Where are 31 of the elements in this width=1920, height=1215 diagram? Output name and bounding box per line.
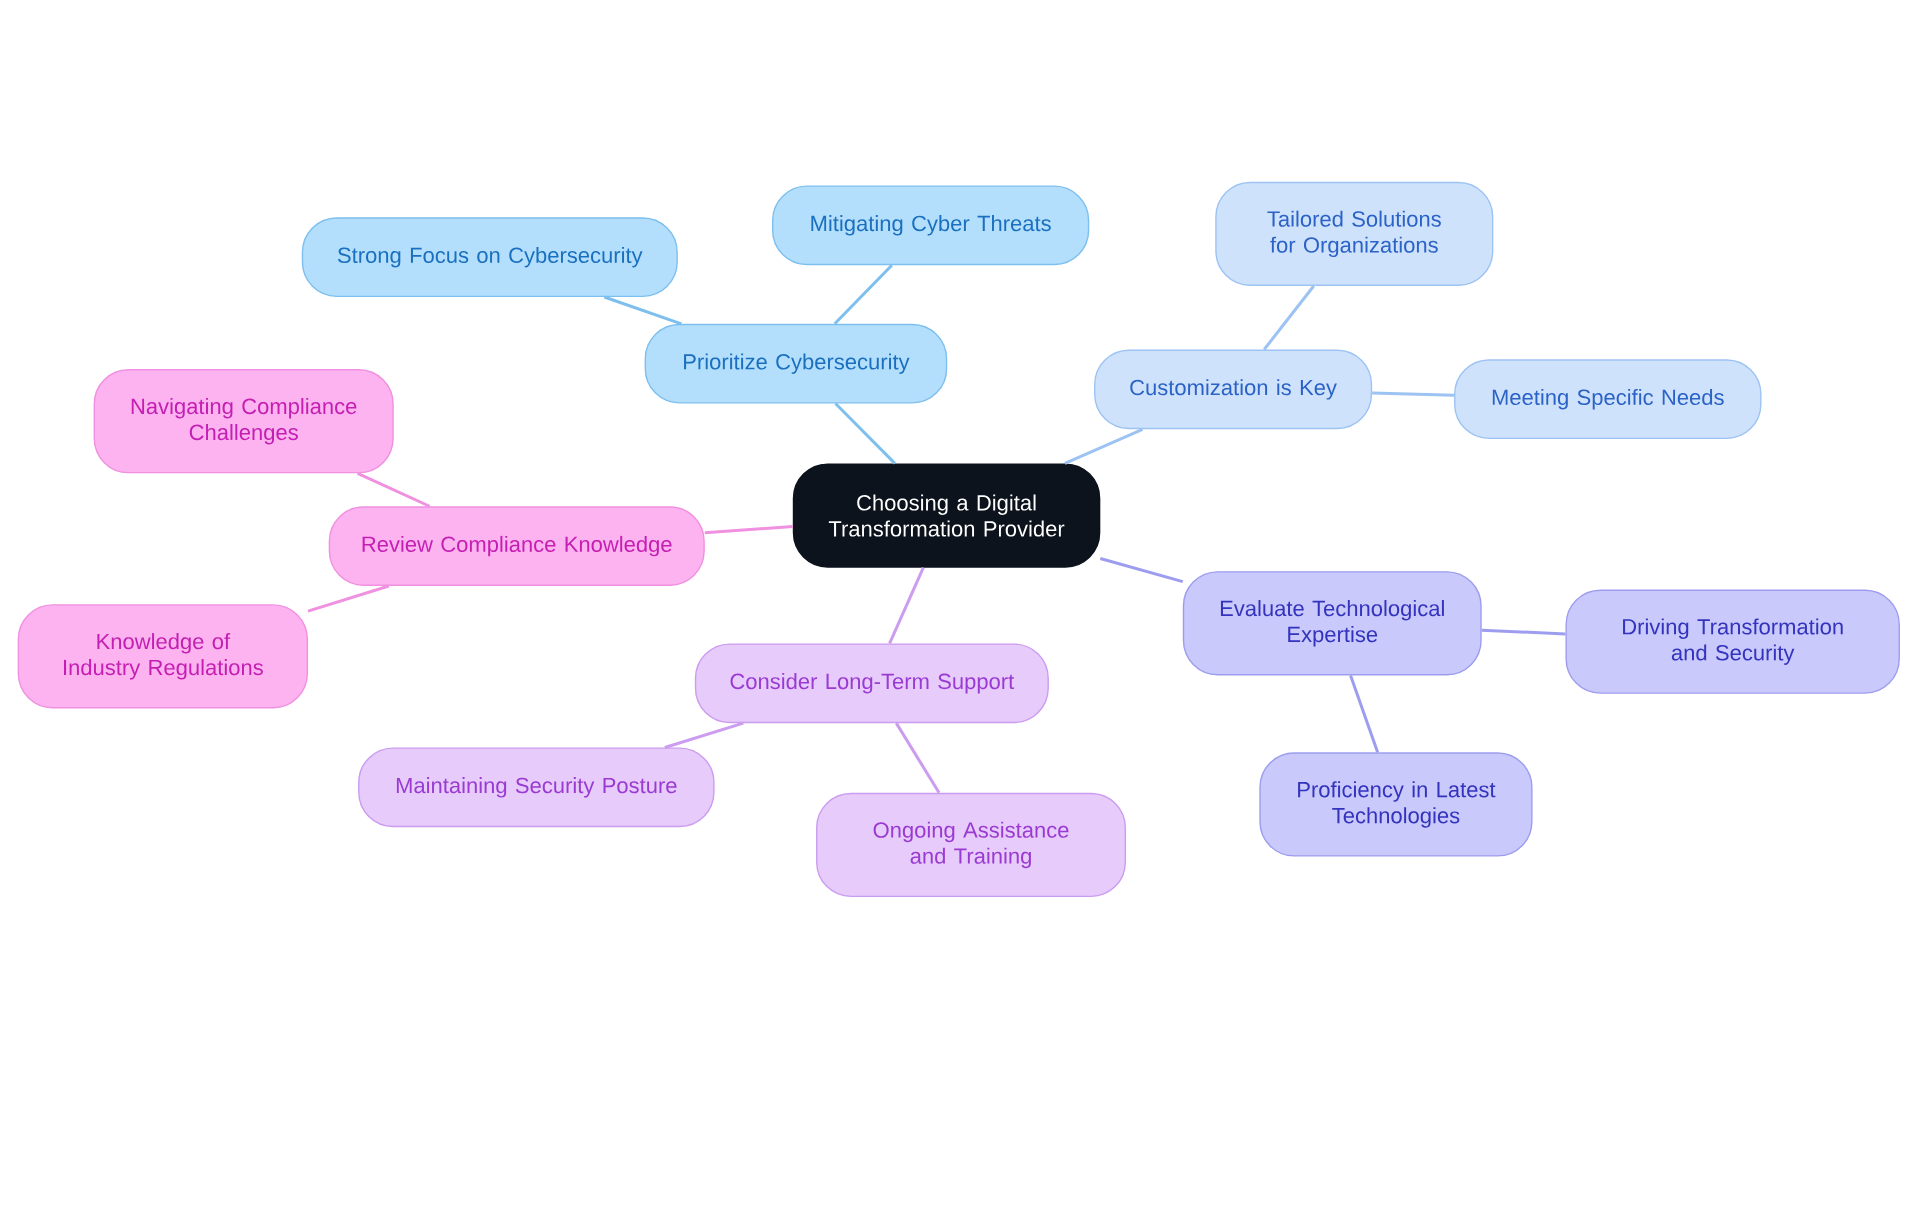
subtopic-box: Driving Transformation and Security (1565, 589, 1900, 694)
connector-line (357, 472, 431, 508)
connector-line (1349, 674, 1380, 753)
subtopic-box: Navigating Compliance Challenges (93, 369, 394, 474)
root-node: Choosing a Digital Transformation Provider (792, 463, 1101, 568)
subtopic-box: Ongoing Assistance and Training (816, 792, 1126, 898)
topic-box: Prioritize Cybersecurity (644, 323, 948, 404)
subtopic-box: Knowledge of Industry Regulations (17, 604, 309, 709)
connector-line (895, 722, 941, 794)
subtopic-box: Strong Focus on Cybersecurity (301, 217, 678, 298)
topic-box: Customization is Key (1094, 349, 1373, 430)
connector-line (603, 295, 682, 326)
topic-box: Consider Long-Term Support (694, 643, 1049, 724)
connector-line (1481, 628, 1566, 636)
connector-line (704, 525, 793, 535)
connector-line (888, 567, 925, 644)
connector-line (833, 264, 893, 325)
connector-line (1064, 427, 1144, 465)
subtopic-box: Tailored Solutions for Organizations (1215, 181, 1494, 286)
topic-box: Review Compliance Knowledge (328, 506, 705, 586)
connector-line (834, 402, 896, 465)
connector-line (664, 721, 744, 749)
connector-line (1262, 285, 1315, 351)
connector-line (1372, 391, 1455, 397)
topic-box: Evaluate Technological Expertise (1182, 571, 1482, 676)
subtopic-box: Maintaining Security Posture (358, 747, 715, 828)
connector-line (307, 584, 390, 613)
connector-line (1099, 557, 1184, 584)
subtopic-box: Proficiency in Latest Technologies (1259, 752, 1533, 857)
subtopic-box: Mitigating Cyber Threats (771, 185, 1090, 266)
subtopic-box: Meeting Specific Needs (1454, 359, 1762, 440)
